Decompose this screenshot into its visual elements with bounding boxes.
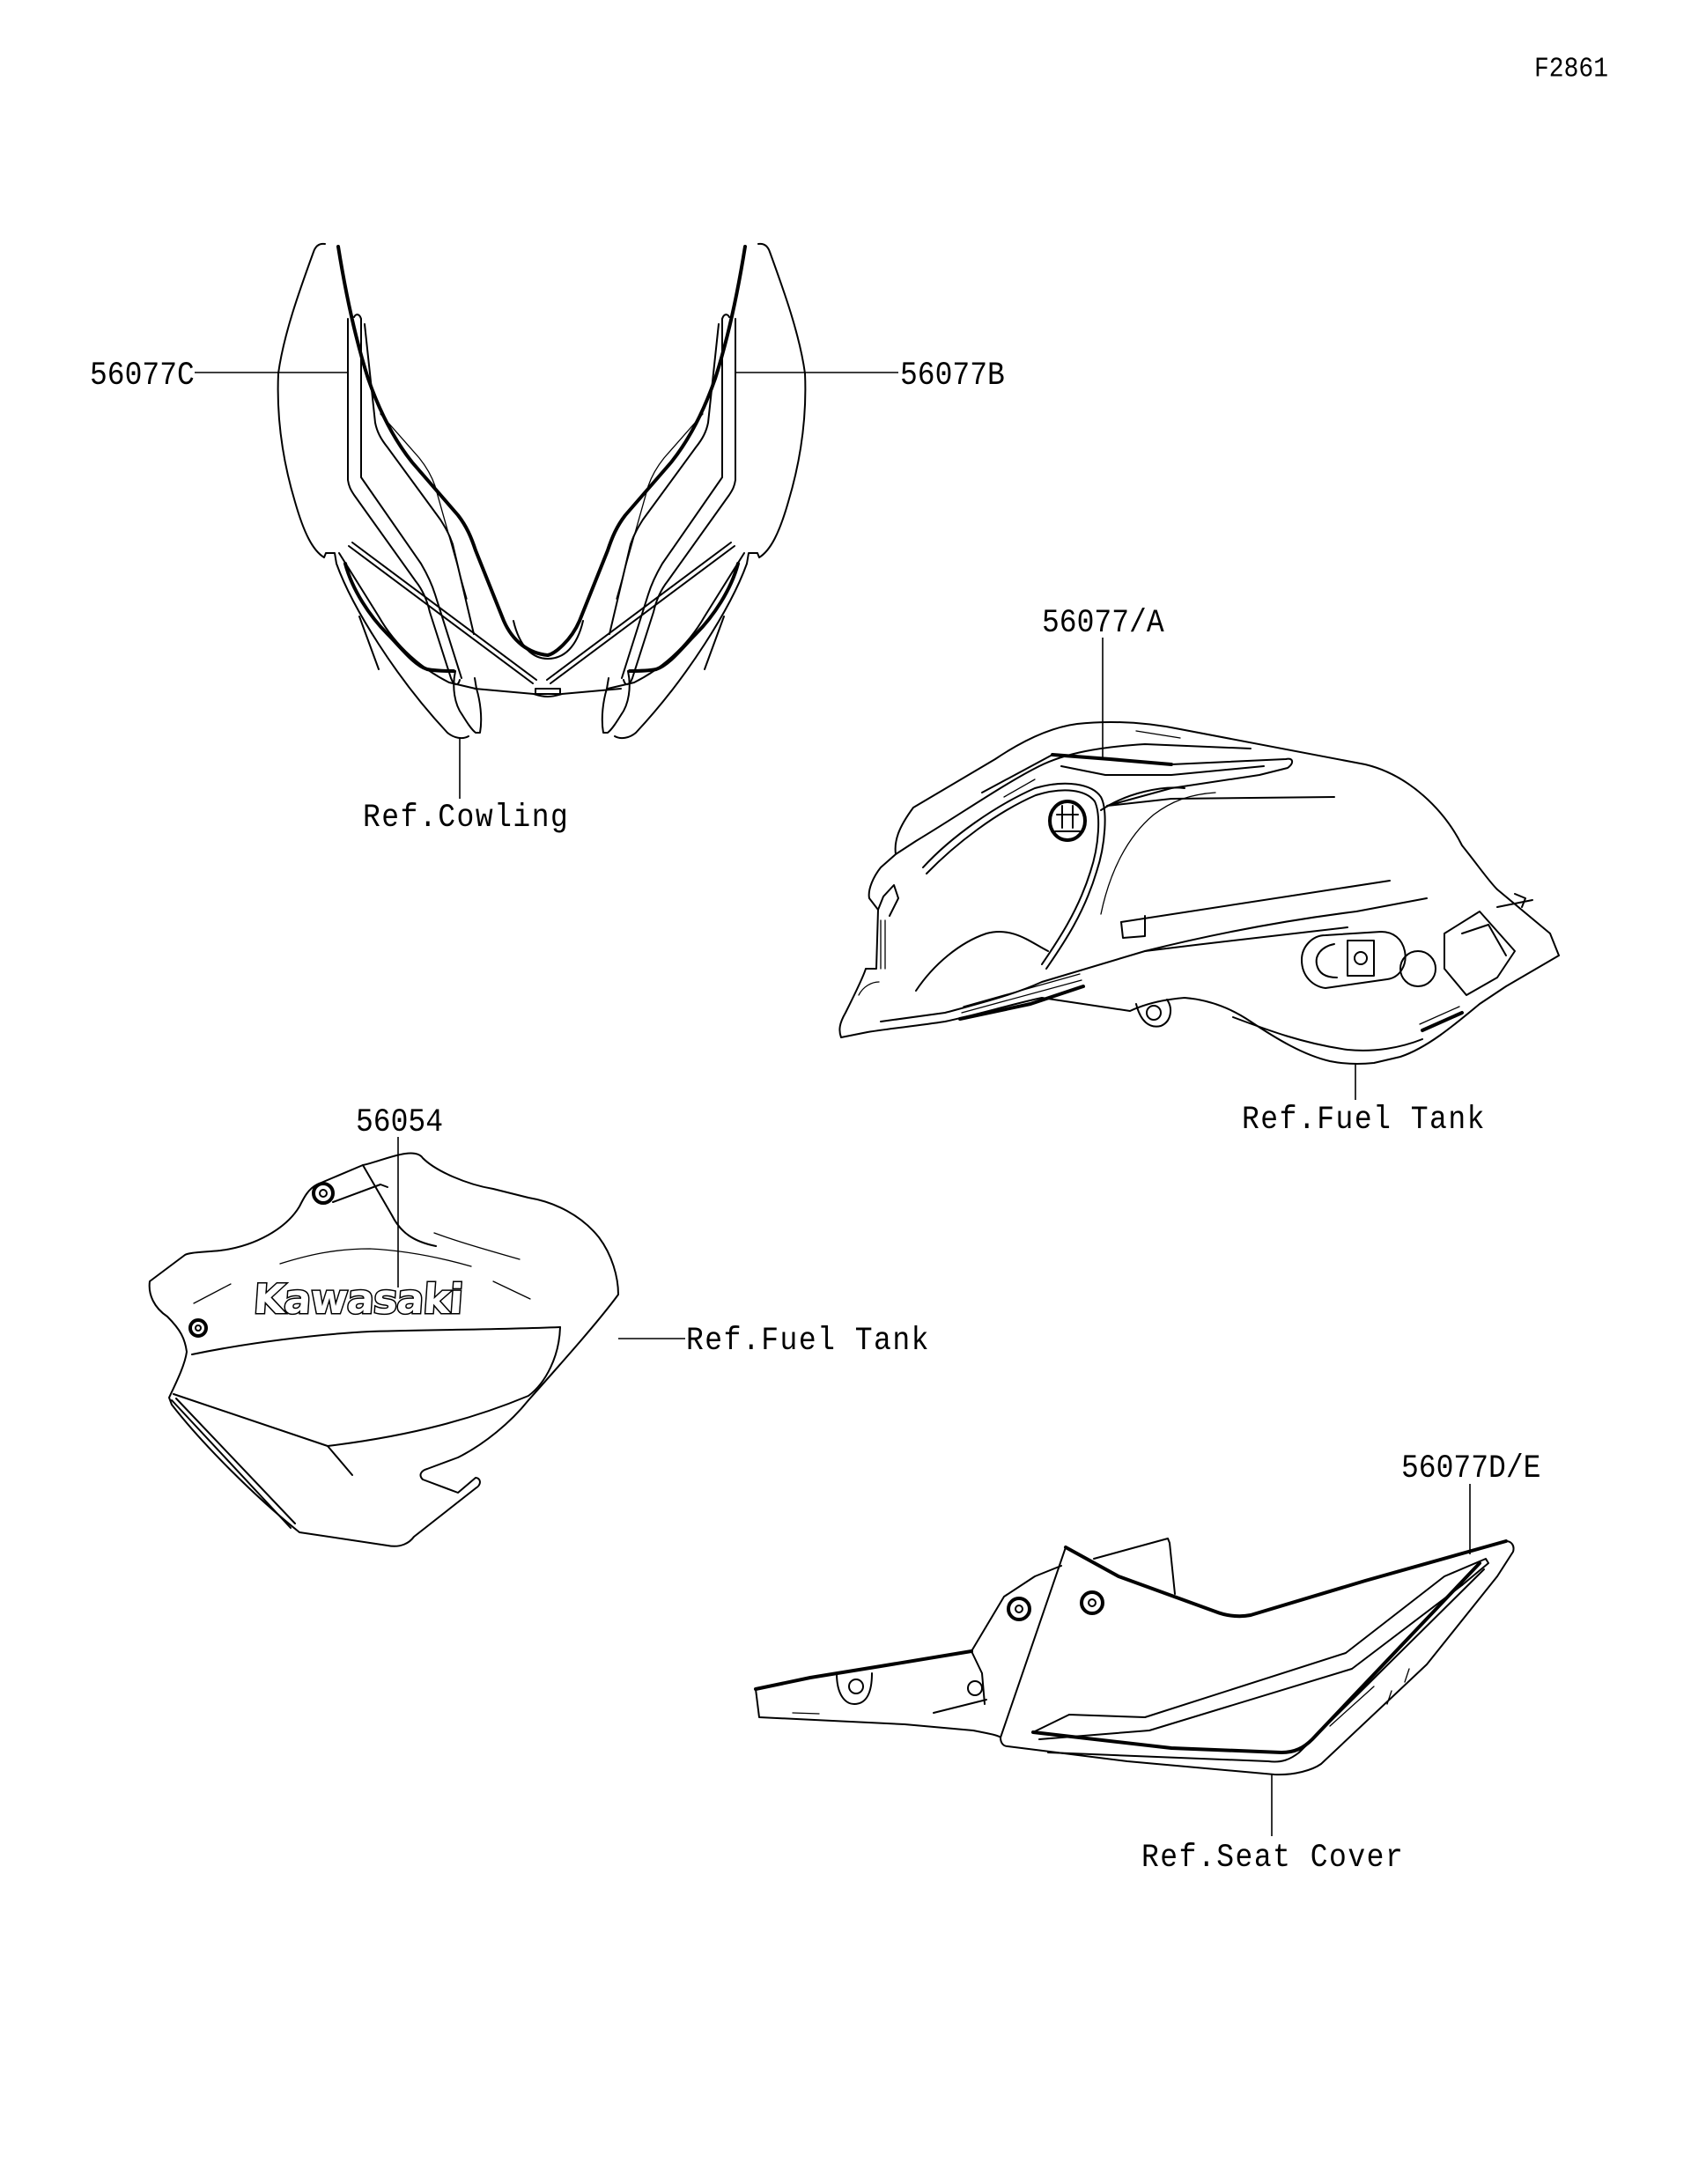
ref-seat-cover-label: Ref.Seat Cover [1141, 1839, 1405, 1877]
part-number-56054[interactable]: 56054 [356, 1103, 444, 1141]
fuel-tank-drawing [838, 721, 1560, 1066]
part-number-56077B[interactable]: 56077B [900, 357, 1005, 395]
part-number-56077C[interactable]: 56077C [90, 357, 195, 395]
part-number-56077DE[interactable]: 56077D/E [1401, 1450, 1541, 1487]
tank-shroud-drawing [148, 1152, 619, 1547]
ref-fuel-tank-shroud-label: Ref.Fuel Tank [686, 1322, 930, 1360]
kawasaki-logo: Kawasaki [251, 1274, 466, 1324]
part-number-56077A[interactable]: 56077/A [1042, 604, 1164, 642]
figure-code: F2861 [1534, 54, 1609, 85]
ref-fuel-tank-label: Ref.Fuel Tank [1242, 1101, 1486, 1139]
seat-cover-drawing [754, 1538, 1515, 1776]
ref-cowling-label: Ref.Cowling [363, 799, 570, 837]
cowling-drawing [277, 242, 807, 740]
